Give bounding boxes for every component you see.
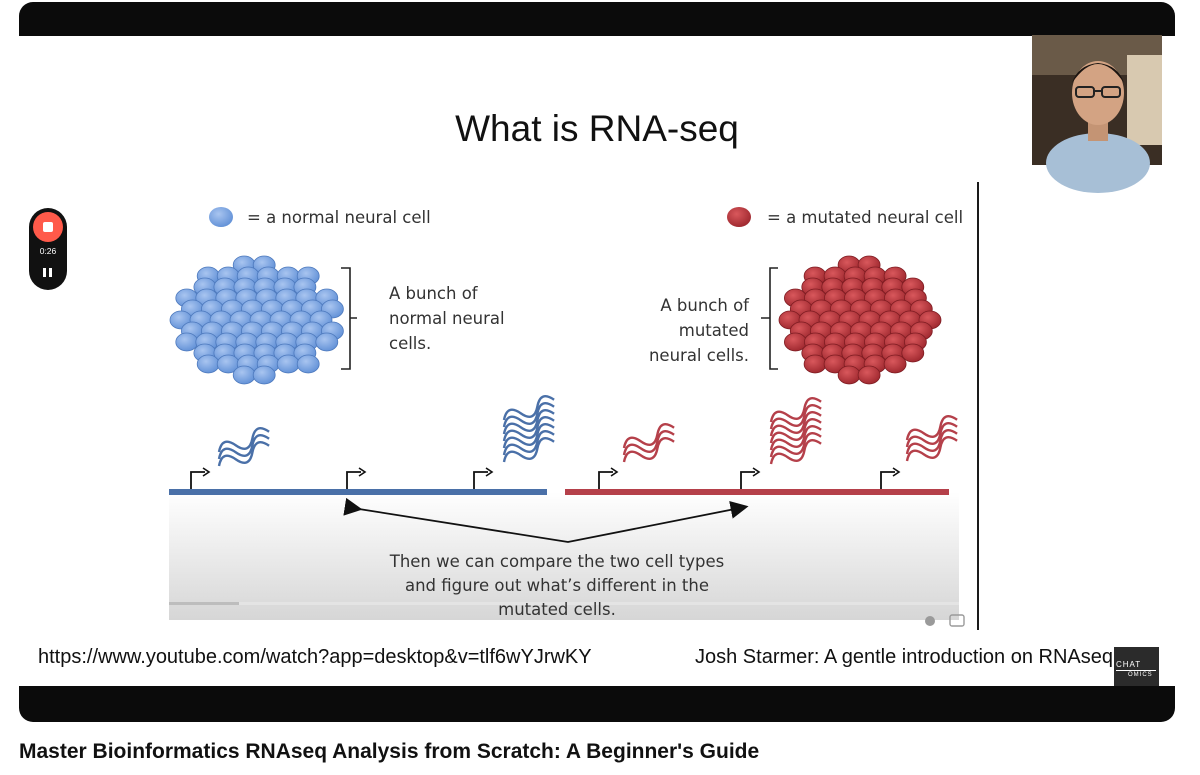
pause-icon [43, 268, 46, 277]
promoter-mark [473, 471, 488, 489]
promoter-arrowhead [752, 467, 761, 477]
promoter-mark [598, 471, 613, 489]
promoter-arrowhead [202, 467, 211, 477]
transcript-wave [769, 425, 822, 451]
transcript-wave [622, 430, 675, 456]
mutated-gene-line [565, 489, 949, 495]
transcript-wave [502, 437, 555, 463]
transcript-wave [905, 436, 958, 462]
transcript-wave [217, 427, 270, 453]
normal-cell [296, 354, 320, 374]
slide-player-controls [925, 614, 965, 627]
progress-bar [169, 602, 959, 605]
transcript-wave [769, 439, 822, 465]
slide-illustration [169, 35, 1162, 627]
mutated-cell-cluster [778, 255, 942, 385]
mutated-cell [837, 365, 861, 385]
transcript-wave [769, 418, 822, 444]
recording-timer: 0:26 [39, 246, 57, 256]
normal-cell [276, 354, 300, 374]
promoter-arrowhead [610, 467, 619, 477]
legend-normal-label: = a normal neural cell [247, 208, 431, 227]
normal-gene-line [169, 489, 547, 495]
transcript-wave [502, 423, 555, 449]
pause-button[interactable] [41, 266, 55, 280]
normal-cluster-caption: A bunch of normal neural cells. [389, 284, 505, 353]
screen-recorder-widget: 0:26 [29, 208, 67, 290]
transcript-wave [769, 432, 822, 458]
slide-title: What is RNA-seq [455, 108, 739, 149]
promoter-arrowhead [358, 467, 367, 477]
normal-cell-cluster [169, 255, 344, 385]
video-player[interactable]: What is RNA-seq [19, 2, 1175, 722]
normal-cell [252, 365, 276, 385]
transcript-wave [905, 415, 958, 441]
promoter-mark [190, 471, 205, 489]
promoter-mark [346, 471, 361, 489]
mutated-cluster-bracket [761, 267, 778, 370]
transcript-wave [622, 437, 675, 463]
chatomics-logo: CHAT OMICS [1114, 647, 1159, 687]
transcript-wave [769, 397, 822, 423]
mutated-cell [857, 365, 881, 385]
normal-cell [196, 354, 220, 374]
transcript-wave [217, 441, 270, 467]
promoter-mark [740, 471, 755, 489]
transcript-wave [502, 409, 555, 435]
compare-arrow [343, 497, 749, 543]
video-bottom-bar [19, 686, 1175, 722]
source-credit: Josh Starmer: A gentle introduction on R… [695, 646, 1114, 668]
transcript-wave [905, 429, 958, 455]
gene-promoters [190, 467, 901, 489]
transcript-wave [769, 411, 822, 437]
normal-cell [232, 365, 256, 385]
normal-cell [175, 332, 199, 352]
stop-recording-button[interactable] [33, 212, 63, 242]
transcript-wave [502, 416, 555, 442]
promoter-arrowhead [892, 467, 901, 477]
normal-cluster-bracket [341, 267, 357, 370]
mutated-cell [803, 354, 827, 374]
progress-bar-filled [169, 602, 239, 605]
video-top-bar [19, 2, 1175, 36]
compare-caption: Then we can compare the two cell types a… [389, 552, 725, 619]
transcript-wave [622, 423, 675, 449]
legend-mutated-cell [727, 207, 751, 227]
mutated-cell [883, 354, 907, 374]
mutated-cluster-caption: A bunch of mutated neural cells. [648, 296, 749, 365]
transcript-wave [769, 404, 822, 430]
legend-normal-cell [209, 207, 233, 227]
transcript-wave [502, 430, 555, 456]
page-title: Master Bioinformatics RNAseq Analysis fr… [19, 740, 760, 763]
promoter-mark [880, 471, 895, 489]
transcript-waves [217, 395, 958, 467]
source-url[interactable]: https://www.youtube.com/watch?app=deskto… [38, 646, 592, 668]
stop-icon [43, 222, 53, 232]
slide-divider [977, 182, 979, 630]
webcam-avatar [1032, 35, 1162, 193]
transcript-wave [905, 422, 958, 448]
transcript-wave [502, 402, 555, 428]
promoter-arrowhead [485, 467, 494, 477]
legend-mutated-label: = a mutated neural cell [767, 208, 964, 227]
mutated-cell [901, 343, 925, 363]
transcript-wave [217, 434, 270, 460]
transcript-wave [502, 395, 555, 421]
normal-cell [315, 332, 339, 352]
